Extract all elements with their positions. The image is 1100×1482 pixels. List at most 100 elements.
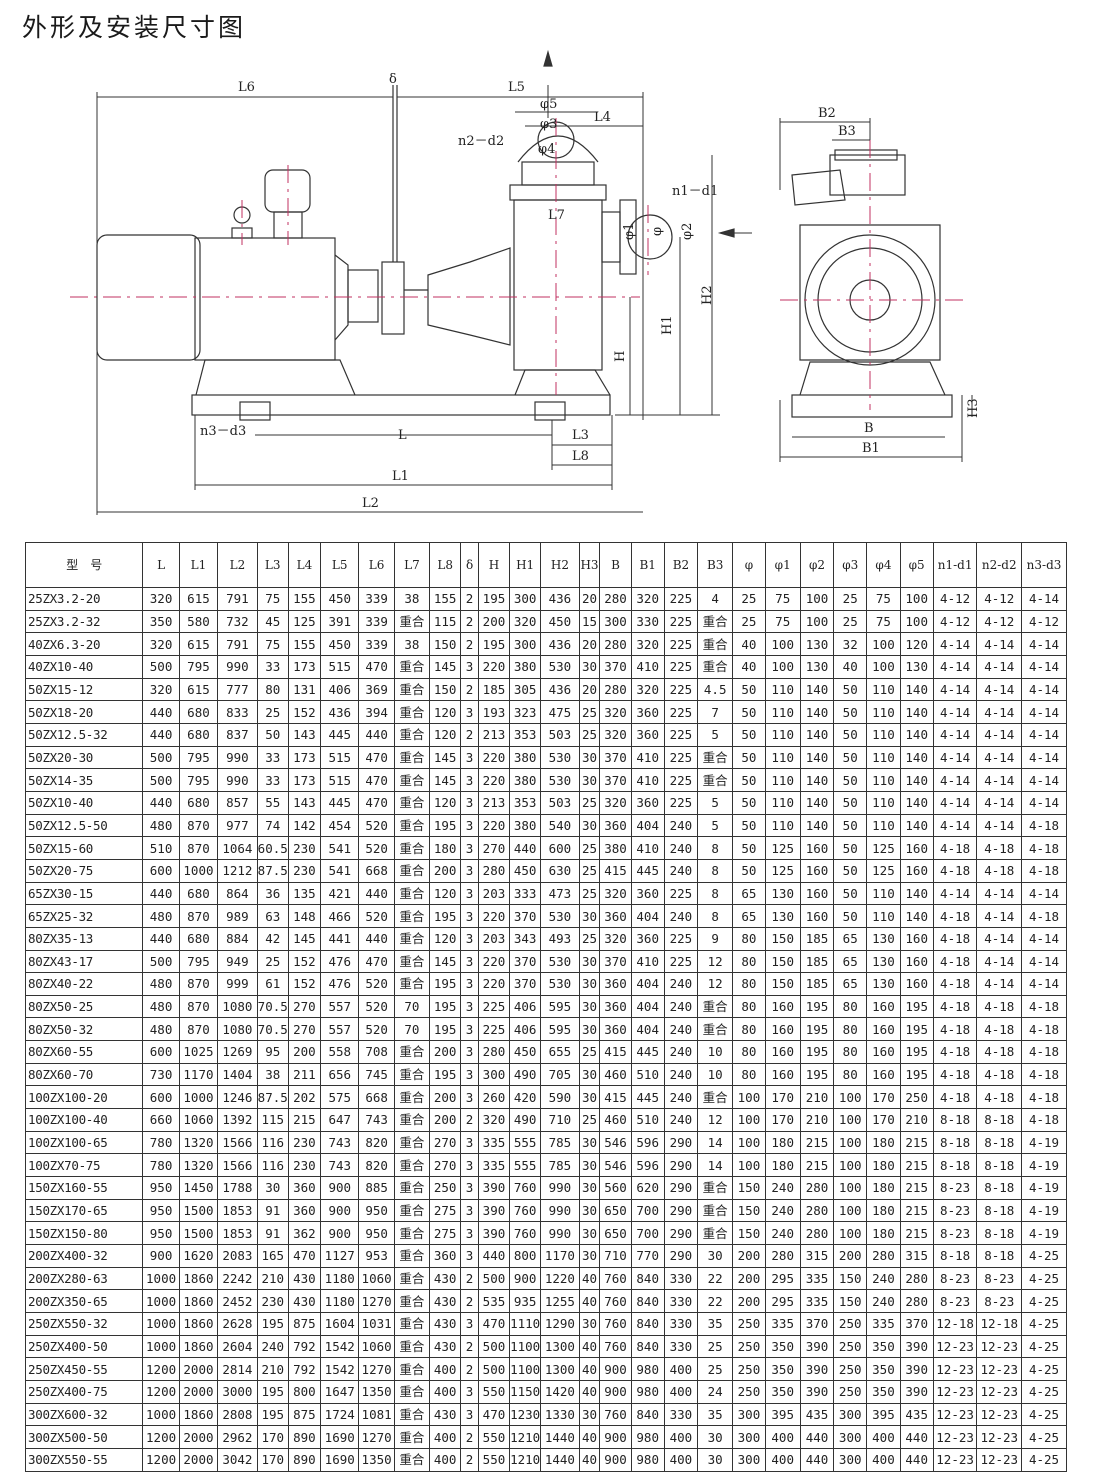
table-cell: 1350 (358, 1447, 395, 1473)
table-cell: 8-23 (932, 1176, 978, 1200)
table-cell: 213 (477, 722, 511, 747)
table-cell: 1031 (358, 1312, 395, 1336)
table-cell: 680 (178, 790, 219, 815)
table-cell: 30 (578, 813, 601, 838)
table-cell: 520 (358, 1017, 395, 1042)
table-cell: 14 (697, 1130, 734, 1155)
table-cell: 390 (477, 1176, 511, 1200)
model-cell: 200ZX400-32 (24, 1244, 144, 1268)
table-cell: 110 (866, 677, 901, 702)
model-cell: 300ZX500-50 (24, 1425, 144, 1449)
table-cell: 225 (663, 587, 699, 611)
table-cell: 380 (509, 745, 542, 770)
table-cell: 440 (799, 1425, 835, 1449)
model-cell: 50ZX12.5-50 (24, 813, 144, 838)
table-cell: 100 (899, 587, 934, 611)
table-cell: 3 (460, 994, 479, 1019)
table-cell: 732 (217, 609, 258, 634)
table-cell: 350 (142, 609, 180, 634)
table-cell: 240 (764, 1176, 801, 1200)
table-cell: 1860 (178, 1334, 219, 1359)
table-cell: 4-14 (976, 813, 1023, 838)
table-cell: 170 (256, 1447, 289, 1473)
table-cell: 1180 (320, 1289, 360, 1313)
column-header: n2-d2 (976, 542, 1023, 588)
table-cell: 250 (732, 1379, 766, 1404)
table-cell: 1025 (178, 1040, 219, 1064)
table-cell: 4-18 (976, 836, 1023, 860)
table-cell: 4-18 (932, 1062, 978, 1087)
table-cell: 25 (578, 722, 601, 747)
table-cell: 50 (256, 722, 289, 747)
table-cell: 3 (460, 790, 479, 815)
table-cell: 4-14 (932, 722, 978, 747)
table-cell: 350 (764, 1334, 801, 1359)
table-cell: 重合 (697, 745, 734, 770)
table-cell: 530 (540, 972, 580, 996)
table-cell: 4-18 (1021, 904, 1067, 928)
table-cell: 315 (799, 1244, 835, 1268)
table-cell: 900 (509, 1266, 542, 1291)
table-cell: 170 (256, 1425, 289, 1449)
table-cell: 300 (833, 1402, 868, 1427)
table-cell: 220 (477, 745, 511, 770)
table-cell: 555 (509, 1130, 542, 1155)
table-cell: 225 (663, 926, 699, 951)
model-cell: 40ZX6.3-20 (24, 632, 144, 656)
table-cell: 4-14 (1021, 677, 1067, 702)
table-cell: 440 (899, 1447, 934, 1473)
table-cell: 900 (320, 1221, 360, 1246)
model-cell: 250ZX400-50 (24, 1334, 144, 1359)
table-cell: 1724 (320, 1402, 360, 1427)
table-cell: 470 (358, 768, 395, 792)
table-cell: 75 (764, 587, 801, 611)
table-cell: 550 (477, 1379, 511, 1404)
table-cell: 500 (477, 1334, 511, 1359)
table-cell: 33 (256, 745, 289, 770)
table-cell: 370 (599, 949, 632, 974)
table-cell: 重合 (393, 722, 431, 747)
table-cell: 4-18 (976, 858, 1023, 883)
table-cell: 32 (833, 632, 868, 656)
table-cell: 320 (630, 677, 665, 702)
table-cell: 50 (833, 677, 868, 702)
table-cell: 8-23 (932, 1266, 978, 1291)
table-cell: 110 (764, 813, 801, 838)
table-cell: 870 (178, 972, 219, 996)
table-cell: 173 (287, 768, 322, 792)
table-cell: 4-14 (1021, 881, 1067, 906)
table-cell: 195 (899, 1017, 934, 1042)
table-cell: 80 (732, 926, 766, 951)
table-cell: 110 (866, 881, 901, 906)
table-cell: 140 (799, 813, 835, 838)
table-cell: 38 (256, 1062, 289, 1087)
table-cell: 1690 (320, 1447, 360, 1473)
table-cell: 215 (899, 1153, 934, 1178)
table-cell: 200 (429, 858, 462, 883)
table-cell: 394 (358, 700, 395, 724)
table-cell: 重合 (393, 654, 431, 679)
table-cell: 30 (578, 1130, 601, 1155)
table-cell: 30 (578, 1062, 601, 1087)
table-cell: 280 (866, 1244, 901, 1268)
table-cell: 3 (460, 858, 479, 883)
table-cell: 4-12 (1021, 609, 1067, 634)
table-cell: 4-18 (1021, 836, 1067, 860)
table-cell: 3 (460, 1017, 479, 1042)
model-cell: 80ZX60-70 (24, 1062, 144, 1087)
table-cell: 12-18 (932, 1312, 978, 1336)
table-cell: 4-18 (1021, 1062, 1067, 1087)
table-cell: 760 (599, 1312, 632, 1336)
table-cell: 785 (540, 1153, 580, 1178)
table-cell: 2 (460, 1266, 479, 1291)
table-cell: 1210 (509, 1425, 542, 1449)
table-cell: 50 (732, 677, 766, 702)
table-cell: 130 (866, 972, 901, 996)
model-cell: 50ZX18-20 (24, 700, 144, 724)
table-cell: 320 (477, 1108, 511, 1132)
table-cell: 510 (630, 1062, 665, 1087)
table-cell: 25 (578, 858, 601, 883)
